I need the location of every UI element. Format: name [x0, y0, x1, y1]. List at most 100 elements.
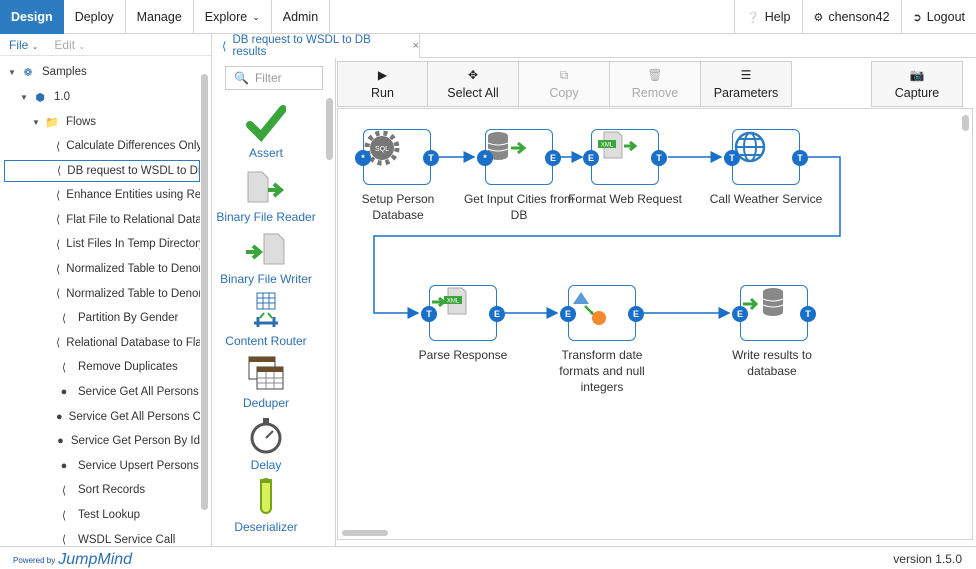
palette-item-content-router[interactable]: Content Router: [212, 290, 320, 348]
output-port[interactable]: T: [800, 306, 816, 322]
tree-node-version[interactable]: ▼ ⬢ 1.0: [20, 86, 70, 108]
filter-placeholder: Filter: [254, 71, 282, 85]
output-port[interactable]: E: [545, 150, 561, 166]
input-port[interactable]: *: [477, 150, 493, 166]
service-icon: ●: [60, 459, 68, 472]
output-port[interactable]: E: [489, 306, 505, 322]
tree-label: 1.0: [54, 91, 70, 103]
sql-gear-icon: SQL: [364, 130, 430, 184]
input-port[interactable]: E: [583, 150, 599, 166]
nav-explore[interactable]: Explore ⌄: [194, 0, 272, 34]
help-button[interactable]: ❔ Help: [734, 0, 801, 34]
output-port[interactable]: T: [651, 150, 667, 166]
flow-item-label: Relational Database to Flat: [66, 336, 200, 349]
share-icon: ⟨: [61, 534, 67, 546]
flow-item[interactable]: ⟨Relational Database to Flat: [56, 332, 200, 354]
flow-item[interactable]: ⟨Sort Records: [56, 479, 200, 501]
flow-item[interactable]: ⟨WSDL Service Call: [56, 529, 200, 546]
flow-item[interactable]: ⟨Remove Duplicates: [56, 356, 200, 378]
node-label: Get Input Cities from DB: [463, 192, 575, 222]
flow-item-label: Service Get All Persons: [78, 386, 199, 398]
flow-item[interactable]: ⟨Partition By Gender: [56, 307, 200, 329]
flow-node-call-weather-service[interactable]: T T: [724, 129, 808, 185]
flow-item[interactable]: ⟨Calculate Differences Only: [56, 135, 200, 157]
tab-flow[interactable]: ⟨ DB request to WSDL to DB results ×: [212, 34, 420, 58]
canvas-horizontal-scrollbar[interactable]: [342, 530, 388, 536]
remove-button[interactable]: 🗑 Remove: [609, 61, 701, 107]
input-port[interactable]: E: [732, 306, 748, 322]
flow-item[interactable]: ⟨Enhance Entities using Ref: [56, 184, 200, 206]
file-menu-label: File: [9, 37, 29, 52]
database-writer-icon: [741, 286, 807, 340]
flow-node-transform[interactable]: E E: [560, 285, 644, 341]
palette-item-binary-file-writer[interactable]: Binary File Writer: [212, 228, 320, 286]
flow-item[interactable]: ⟨DB request to WSDL to DB results: [4, 159, 200, 182]
select-all-button[interactable]: ✥ Select All: [427, 61, 519, 107]
nav-manage[interactable]: Manage: [126, 0, 194, 34]
output-port[interactable]: T: [423, 150, 439, 166]
parameters-label: Parameters: [713, 86, 779, 100]
output-port[interactable]: E: [628, 306, 644, 322]
flow-node-get-input-cities[interactable]: * E: [477, 129, 561, 185]
top-bar: Design Deploy Manage Explore ⌄ Admin ❔ H…: [0, 0, 976, 34]
nav-deploy[interactable]: Deploy: [64, 0, 126, 34]
palette-item-delay[interactable]: Delay: [212, 414, 320, 472]
input-port[interactable]: *: [355, 150, 371, 166]
test-tube-icon: [212, 476, 320, 518]
flow-item-label: DB request to WSDL to DB results: [67, 164, 199, 177]
user-menu[interactable]: ⚙ chenson42: [801, 0, 901, 34]
close-icon[interactable]: ×: [412, 40, 419, 52]
input-port[interactable]: E: [560, 306, 576, 322]
capture-button[interactable]: 📷 Capture: [871, 61, 963, 107]
flow-item[interactable]: ⟨List Files In Temp Directory: [56, 233, 200, 255]
logout-button[interactable]: ➲ Logout: [900, 0, 976, 34]
flow-item[interactable]: ⟨Normalized Table to Denormalized: [56, 258, 200, 280]
input-port[interactable]: T: [724, 150, 740, 166]
svg-text:XML: XML: [601, 143, 614, 149]
copy-button[interactable]: ⧉ Copy: [518, 61, 610, 107]
filter-input[interactable]: 🔍 Filter: [225, 66, 323, 90]
share-icon: ⟨: [222, 41, 227, 53]
flow-item[interactable]: ⟨Normalized Table to Denormalized: [56, 283, 200, 305]
edit-menu[interactable]: Edit ⌄: [54, 38, 85, 52]
flow-item-label: Service Upsert Persons: [78, 459, 199, 472]
flow-item[interactable]: ●Service Get All Persons: [56, 381, 200, 403]
palette-scrollbar[interactable]: [326, 98, 333, 160]
nav-admin[interactable]: Admin: [272, 0, 331, 34]
nav-design[interactable]: Design: [0, 0, 64, 34]
output-port[interactable]: T: [792, 150, 808, 166]
share-icon: ⟨: [56, 189, 61, 202]
explorer-scrollbar[interactable]: [201, 74, 208, 510]
file-menu[interactable]: File ⌄: [9, 38, 38, 52]
powered-by-label: Powered by: [13, 555, 56, 565]
tree-node-samples[interactable]: ▼ ❁ Samples: [8, 61, 87, 83]
service-icon: ●: [56, 410, 63, 423]
flow-node-format-web-request[interactable]: XML E T: [583, 129, 667, 185]
parameters-button[interactable]: ☰ Parameters: [700, 61, 792, 107]
flow-item[interactable]: ⟨Test Lookup: [56, 504, 200, 526]
palette-item-deduper[interactable]: Deduper: [212, 352, 320, 410]
palette-item-deserializer[interactable]: Deserializer: [212, 476, 320, 534]
tree-label: Samples: [42, 66, 87, 78]
tree-node-flows[interactable]: ▼ 📁 Flows: [32, 111, 96, 133]
flow-node-parse-response[interactable]: XML T E: [421, 285, 505, 341]
flow-canvas[interactable]: SQL * T Setup Person Database * E Get In…: [337, 108, 973, 540]
flow-item-label: Partition By Gender: [78, 312, 179, 325]
chevron-down-icon: ⌄: [78, 41, 86, 51]
flow-item-label: Normalized Table to Denormalized: [66, 263, 200, 275]
flow-node-write-results[interactable]: E T: [732, 285, 816, 341]
select-all-label: Select All: [447, 86, 499, 100]
flow-item[interactable]: ● Service Upsert Persons: [56, 455, 200, 477]
share-icon: ⟨: [61, 361, 67, 374]
palette-item-binary-file-reader[interactable]: Binary File Reader: [212, 166, 320, 224]
flow-item-label: Service Get All Persons Csv: [68, 410, 200, 423]
flow-item[interactable]: ●Service Get Person By Id: [56, 430, 200, 452]
flow-item[interactable]: ⟨Flat File to Relational Data: [56, 209, 200, 231]
flow-node-setup-person-database[interactable]: SQL * T: [355, 129, 439, 185]
palette-item-assert[interactable]: Assert: [212, 102, 320, 160]
input-port[interactable]: T: [421, 306, 437, 322]
flow-item[interactable]: ● Service Get All Persons Csv: [56, 406, 200, 428]
play-icon: ▶: [377, 68, 388, 82]
canvas-vertical-scrollbar[interactable]: [962, 115, 969, 131]
run-button[interactable]: ▶ Run: [337, 61, 428, 107]
